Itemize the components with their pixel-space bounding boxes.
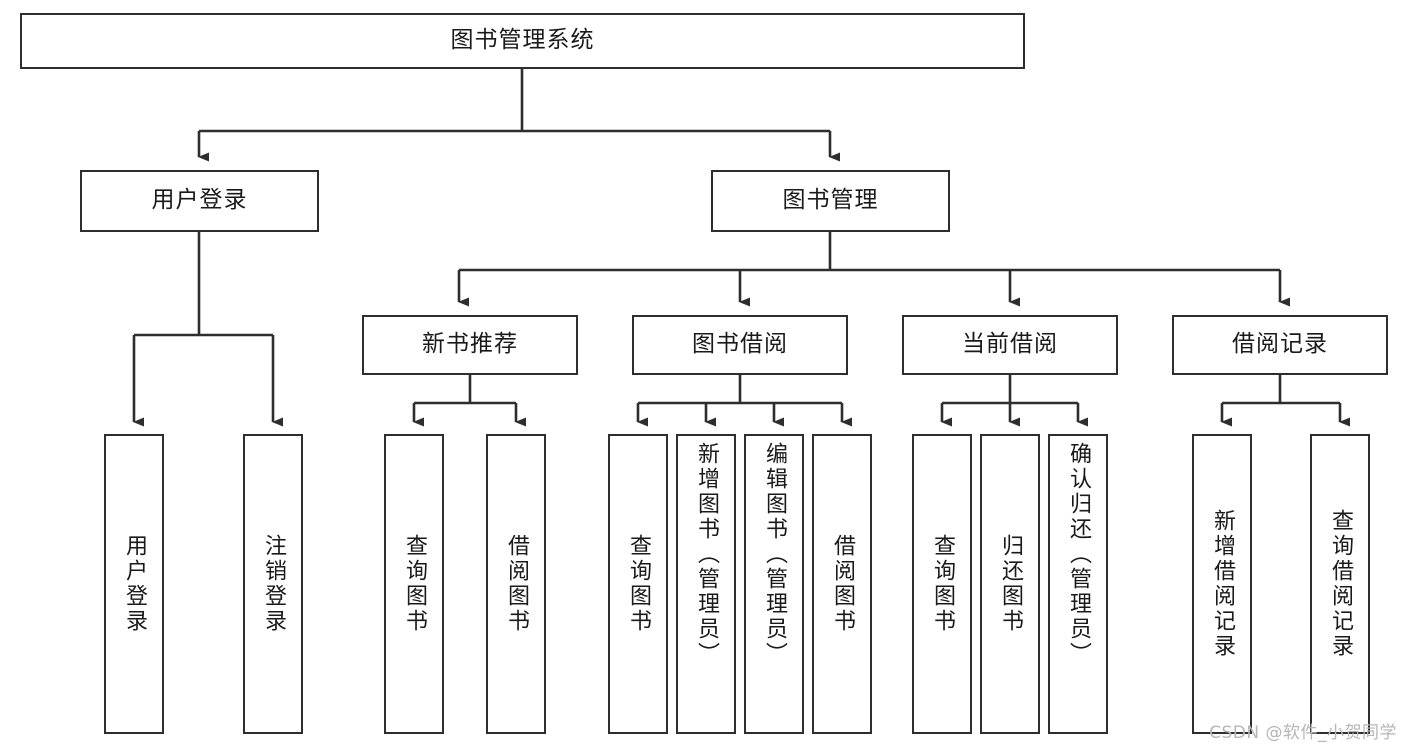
node-leaf-query-book-2[interactable]: 查询图书 [608,434,668,734]
node-label: 图书借阅 [692,331,788,358]
node-leaf-borrow-book-1[interactable]: 借阅图书 [486,434,546,734]
node-leaf-add-book[interactable]: 新增图书（管理员） [676,434,736,734]
node-leaf-query-record[interactable]: 查询借阅记录 [1310,434,1370,734]
node-root-book-management-system[interactable]: 图书管理系统 [20,13,1025,69]
node-leaf-borrow-book-2[interactable]: 借阅图书 [812,434,872,734]
node-leaf-query-book-3[interactable]: 查询图书 [912,434,972,734]
node-leaf-add-record[interactable]: 新增借阅记录 [1192,434,1252,734]
node-label: 查询图书 [402,534,427,634]
node-label: 图书管理系统 [450,27,595,54]
node-leaf-return-book[interactable]: 归还图书 [980,434,1040,734]
node-label: 借阅记录 [1232,331,1328,358]
node-label: 借阅图书 [830,534,855,634]
node-label: 用户登录 [151,187,248,214]
node-label: 归还图书 [998,534,1023,634]
node-leaf-edit-book[interactable]: 编辑图书（管理员） [744,434,804,734]
node-label: 编辑图书（管理员） [762,442,787,667]
node-leaf-query-book-1[interactable]: 查询图书 [384,434,444,734]
node-label: 查询图书 [930,534,955,634]
node-label: 新书推荐 [422,331,518,358]
node-leaf-user-login[interactable]: 用户登录 [104,434,164,734]
node-label: 确认归还（管理员） [1066,442,1091,667]
node-book-borrow[interactable]: 图书借阅 [632,315,848,375]
node-leaf-confirm-return[interactable]: 确认归还（管理员） [1048,434,1108,734]
node-label: 借阅图书 [504,534,529,634]
node-leaf-user-logout[interactable]: 注销登录 [243,434,303,734]
node-label: 新增图书（管理员） [694,442,719,667]
node-label: 用户登录 [122,534,147,634]
node-label: 查询借阅记录 [1328,509,1353,659]
node-book-management[interactable]: 图书管理 [711,170,950,232]
node-label: 图书管理 [782,187,879,214]
node-label: 当前借阅 [962,331,1058,358]
node-borrow-record[interactable]: 借阅记录 [1172,315,1388,375]
node-label: 注销登录 [261,534,286,634]
node-current-borrow[interactable]: 当前借阅 [902,315,1118,375]
node-label: 查询图书 [626,534,651,634]
node-new-book-recommend[interactable]: 新书推荐 [362,315,578,375]
csdn-watermark: CSDN @软件_小贺同学 [1209,723,1397,743]
node-user-login[interactable]: 用户登录 [80,170,319,232]
node-label: 新增借阅记录 [1210,509,1235,659]
